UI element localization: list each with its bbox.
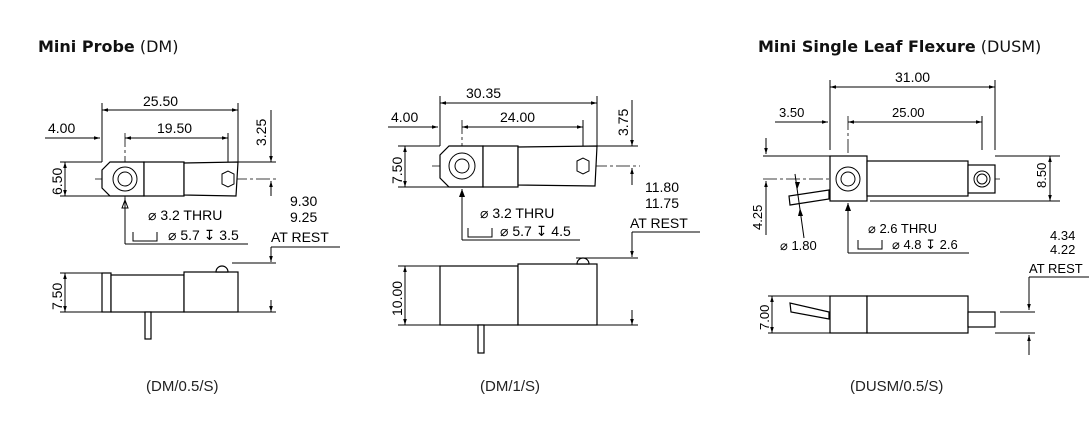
- dim-rest-min: 4.22: [1050, 242, 1075, 257]
- dim-side-height: 10.00: [389, 281, 405, 316]
- drawing-dm-0-5: 25.50 4.00 19.50 3.25 6.50 ⌀ 3.2 THRU ⌀ …: [45, 93, 340, 395]
- dim-hole-spacing: 25.00: [892, 105, 925, 120]
- note-thru-hole: ⌀ 3.2 THRU: [480, 205, 554, 221]
- dim-overall: 30.35: [466, 85, 501, 101]
- dim-rest-label: AT REST: [1029, 261, 1083, 276]
- note-thru-hole: ⌀ 2.6 THRU: [868, 221, 937, 236]
- note-counterbore: ⌀ 5.7 ↧ 4.5: [500, 223, 571, 239]
- dim-half-height: 4.25: [750, 205, 765, 230]
- dim-rest-max: 11.80: [645, 179, 679, 195]
- dim-hole-spacing: 19.50: [157, 120, 192, 136]
- dim-rest-min: 11.75: [645, 195, 679, 211]
- dim-hole-spacing: 24.00: [500, 109, 535, 125]
- dim-rest-label: AT REST: [630, 215, 688, 231]
- dim-overall: 31.00: [895, 69, 930, 85]
- dim-height: 8.50: [1034, 163, 1049, 188]
- title-mini-flexure: Mini Single Leaf Flexure (DUSM): [758, 37, 1041, 56]
- dim-side-height: 7.50: [49, 283, 65, 310]
- dim-rest-max: 9.30: [290, 193, 317, 209]
- dim-offset: 4.00: [391, 109, 418, 125]
- dim-half-height: 3.75: [615, 109, 631, 136]
- dim-rest-label: AT REST: [271, 229, 329, 245]
- note-counterbore: ⌀ 5.7 ↧ 3.5: [168, 227, 239, 243]
- dim-pin-diameter: ⌀ 1.80: [780, 238, 817, 253]
- dim-offset: 4.00: [48, 120, 75, 136]
- note-counterbore: ⌀ 4.8 ↧ 2.6: [892, 237, 958, 252]
- dim-half-height: 3.25: [253, 119, 269, 146]
- drawing-dusm-0-5: 31.00 3.50 25.00 8.50 4.25 ⌀ 1.80 ⌀ 2.6 …: [750, 69, 1089, 395]
- note-thru-hole: ⌀ 3.2 THRU: [148, 207, 222, 223]
- dim-height: 7.50: [389, 157, 405, 184]
- title-mini-probe: Mini Probe (DM): [38, 37, 178, 56]
- caption-dusm-0-5: (DUSM/0.5/S): [850, 378, 943, 395]
- dim-rest-min: 9.25: [290, 209, 317, 225]
- caption-dm-1: (DM/1/S): [480, 378, 540, 395]
- dim-offset: 3.50: [779, 105, 804, 120]
- dim-height: 6.50: [49, 168, 65, 195]
- dim-side-height: 7.00: [757, 305, 772, 330]
- drawing-dm-1: 30.35 4.00 24.00 3.75 7.50 ⌀ 3.2 THRU ⌀ …: [388, 85, 700, 395]
- caption-dm-0-5: (DM/0.5/S): [146, 378, 219, 395]
- dim-rest-max: 4.34: [1050, 228, 1075, 243]
- dim-overall: 25.50: [143, 93, 178, 109]
